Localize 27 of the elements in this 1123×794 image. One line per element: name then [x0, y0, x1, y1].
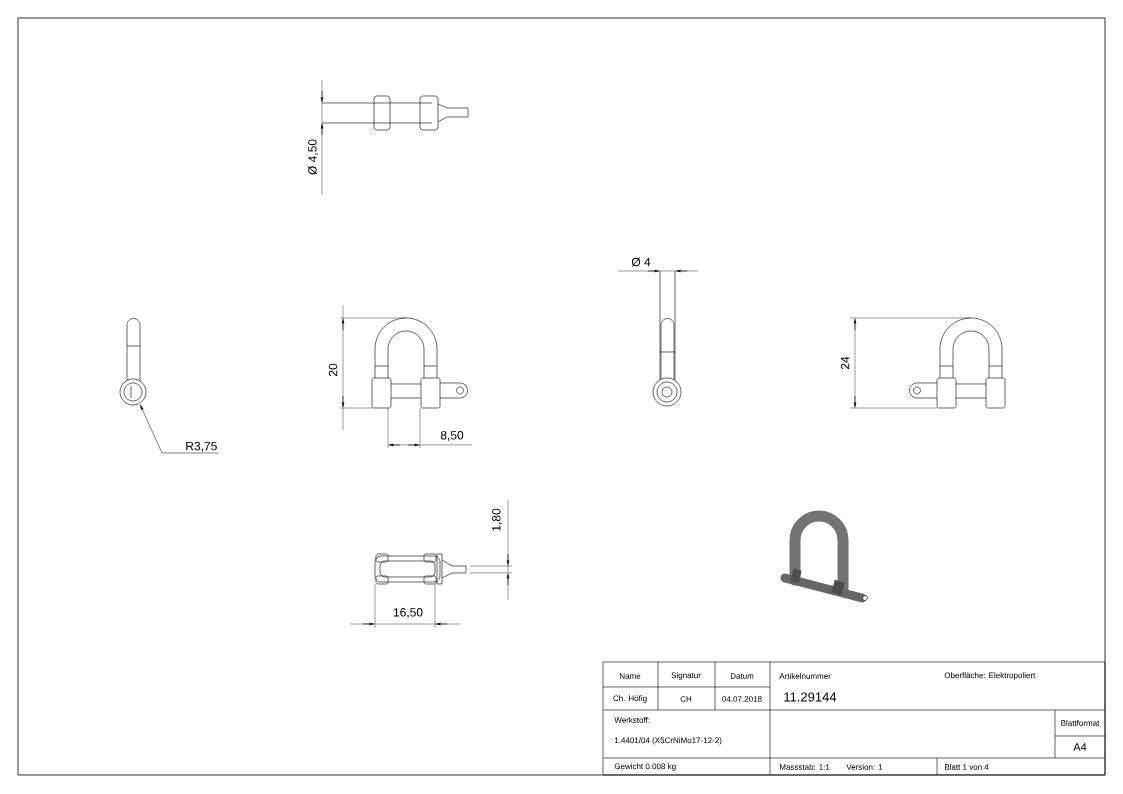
- dimension-text: R3,75: [186, 441, 217, 452]
- title-block-text: Massstab: 1:1: [779, 764, 830, 770]
- title-block-text: Oberfläche: Elektropoliert: [944, 672, 1036, 680]
- dimension-text: 8,50: [440, 431, 464, 441]
- title-block-text: Version: 1: [846, 764, 883, 770]
- dimension-text: 20: [328, 363, 338, 377]
- eye-circle: [119, 378, 147, 406]
- title-block-text: Signatur: [671, 672, 701, 680]
- title-block-text: Blatt 1 von 4: [944, 764, 989, 770]
- article-number: 11.29144: [784, 692, 837, 702]
- title-block-text: Name: [620, 673, 641, 679]
- title-block-text: Gewicht 0.008 kg: [614, 763, 676, 771]
- title-block-text: 1.4401/04 (X5CrNiMo17-12-2): [614, 737, 722, 745]
- title-block-text: CH: [680, 696, 692, 702]
- title-block-text: Werkstoff:: [614, 717, 650, 723]
- dimension-text: 16,50: [393, 608, 423, 618]
- dimension-text: Ø 4: [631, 257, 651, 267]
- title-block-text: Blattformat: [1061, 720, 1100, 726]
- title-block-text: A4: [1073, 743, 1087, 751]
- title-block-text: Artikelnummer: [779, 673, 831, 679]
- dimension-text: Ø 4,50: [307, 139, 319, 175]
- dimension-text: 24: [840, 356, 850, 370]
- title-block-text: Datum: [730, 673, 754, 679]
- title-block-text: Ch. Höfig: [613, 695, 647, 703]
- leader-line: [139, 404, 219, 454]
- title-block-text: 04.07.2018: [722, 696, 762, 702]
- dimension-text: 1,80: [492, 508, 502, 531]
